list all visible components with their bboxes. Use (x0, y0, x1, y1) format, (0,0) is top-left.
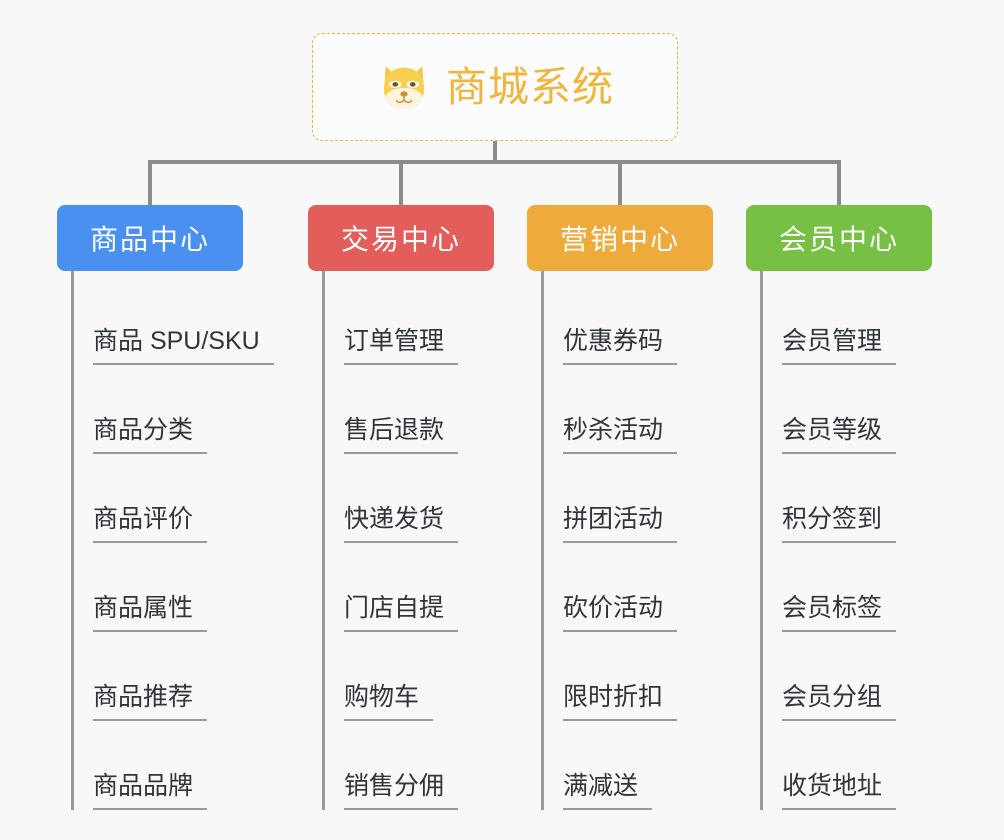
leaf-item[interactable]: 会员分组 (760, 632, 932, 721)
branch-leaves-product-center: 商品 SPU/SKU 商品分类商品评价商品属性商品推荐商品品牌 (71, 271, 274, 810)
connector-horizontal-bus (148, 160, 840, 164)
connector-drop-trade-center (399, 160, 403, 206)
leaf-label: 秒杀活动 (563, 416, 678, 454)
leaf-item[interactable]: 购物车 (322, 632, 494, 721)
leaf-item[interactable]: 商品评价 (71, 454, 243, 543)
connector-spine-member-center (760, 271, 763, 810)
leaf-item[interactable]: 满减送 (541, 721, 713, 810)
root-title: 商城系统 (446, 63, 614, 110)
leaf-label: 会员分组 (782, 683, 897, 721)
leaf-item[interactable]: 会员管理 (760, 276, 932, 365)
branch-header-member-center[interactable]: 会员中心 (746, 205, 932, 271)
leaf-item[interactable]: 商品推荐 (71, 632, 243, 721)
leaf-label: 销售分佣 (344, 772, 459, 810)
branch-member-center: 会员中心会员管理会员等级积分签到会员标签会员分组收货地址 (746, 205, 932, 810)
leaf-label: 砍价活动 (563, 594, 678, 632)
leaf-label: 收货地址 (782, 772, 897, 810)
leaf-label: 商品属性 (93, 594, 208, 632)
leaf-label: 会员等级 (782, 416, 897, 454)
connector-drop-member-center (837, 160, 841, 206)
root-node[interactable]: 商城系统 (312, 33, 678, 141)
leaf-label: 会员标签 (782, 594, 897, 632)
leaf-label: 会员管理 (782, 327, 897, 365)
leaf-item[interactable]: 快递发货 (322, 454, 494, 543)
leaf-label: 门店自提 (344, 594, 459, 632)
connector-drop-product-center (148, 160, 152, 206)
leaf-item[interactable]: 订单管理 (322, 276, 494, 365)
branch-product-center: 商品中心商品 SPU/SKU 商品分类商品评价商品属性商品推荐商品品牌 (57, 205, 274, 810)
leaf-item[interactable]: 优惠券码 (541, 276, 713, 365)
leaf-item[interactable]: 商品品牌 (71, 721, 243, 810)
connector-drop-marketing-center (618, 160, 622, 206)
connector-root-stem (493, 141, 497, 163)
leaf-item[interactable]: 商品属性 (71, 543, 243, 632)
leaf-item[interactable]: 商品分类 (71, 365, 243, 454)
leaf-label: 商品品牌 (93, 772, 208, 810)
leaf-label: 优惠券码 (563, 327, 678, 365)
leaf-label: 商品评价 (93, 505, 208, 543)
branch-leaves-marketing-center: 优惠券码秒杀活动拼团活动砍价活动限时折扣满减送 (541, 271, 713, 810)
branch-header-product-center[interactable]: 商品中心 (57, 205, 243, 271)
connector-spine-product-center (71, 271, 74, 810)
leaf-label: 满减送 (563, 772, 653, 810)
leaf-item[interactable]: 会员等级 (760, 365, 932, 454)
leaf-item[interactable]: 门店自提 (322, 543, 494, 632)
leaf-item[interactable]: 售后退款 (322, 365, 494, 454)
leaf-label: 拼团活动 (563, 505, 678, 543)
leaf-item[interactable]: 拼团活动 (541, 454, 713, 543)
branch-leaves-member-center: 会员管理会员等级积分签到会员标签会员分组收货地址 (760, 271, 932, 810)
connector-spine-trade-center (322, 271, 325, 810)
leaf-label: 售后退款 (344, 416, 459, 454)
branch-marketing-center: 营销中心优惠券码秒杀活动拼团活动砍价活动限时折扣满减送 (527, 205, 713, 810)
leaf-item[interactable]: 销售分佣 (322, 721, 494, 810)
leaf-label: 快递发货 (344, 505, 459, 543)
branch-header-marketing-center[interactable]: 营销中心 (527, 205, 713, 271)
leaf-label: 商品 SPU/SKU (93, 327, 274, 365)
leaf-item[interactable]: 会员标签 (760, 543, 932, 632)
leaf-item[interactable]: 商品 SPU/SKU (71, 276, 274, 365)
branch-leaves-trade-center: 订单管理售后退款快递发货门店自提购物车销售分佣 (322, 271, 494, 810)
leaf-label: 商品分类 (93, 416, 208, 454)
leaf-item[interactable]: 积分签到 (760, 454, 932, 543)
leaf-label: 限时折扣 (563, 683, 678, 721)
connector-spine-marketing-center (541, 271, 544, 810)
leaf-item[interactable]: 限时折扣 (541, 632, 713, 721)
branch-header-trade-center[interactable]: 交易中心 (308, 205, 494, 271)
leaf-label: 商品推荐 (93, 683, 208, 721)
branch-trade-center: 交易中心订单管理售后退款快递发货门店自提购物车销售分佣 (308, 205, 494, 810)
leaf-item[interactable]: 秒杀活动 (541, 365, 713, 454)
shiba-dog-face-icon (383, 66, 425, 109)
leaf-item[interactable]: 砍价活动 (541, 543, 713, 632)
leaf-label: 订单管理 (344, 327, 459, 365)
leaf-item[interactable]: 收货地址 (760, 721, 932, 810)
leaf-label: 购物车 (344, 683, 434, 721)
leaf-label: 积分签到 (782, 505, 897, 543)
